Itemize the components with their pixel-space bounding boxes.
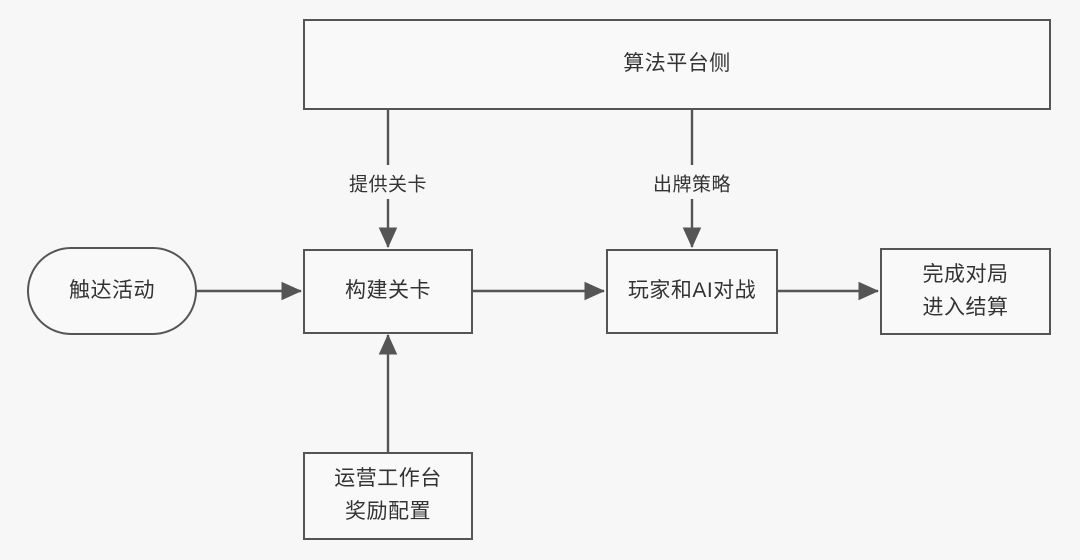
- node-ops-workbench-label-line2: 奖励配置: [345, 500, 431, 523]
- node-reach-activity[interactable]: 触达活动: [27, 247, 197, 335]
- node-algorithm-platform[interactable]: 算法平台侧: [303, 19, 1051, 110]
- node-player-vs-ai-label: 玩家和AI对战: [627, 279, 757, 303]
- node-build-level[interactable]: 构建关卡: [303, 249, 473, 334]
- node-ops-workbench-label-line1: 运营工作台: [334, 467, 442, 491]
- node-finish-settlement-label-line1: 完成对局: [922, 262, 1009, 286]
- edge-label-play-strategy: 出牌策略: [647, 169, 737, 197]
- node-finish-settlement[interactable]: 完成对局 进入结算: [880, 248, 1051, 335]
- node-reach-activity-label: 触达活动: [69, 278, 155, 302]
- node-player-vs-ai[interactable]: 玩家和AI对战: [606, 249, 778, 334]
- node-algorithm-platform-label: 算法平台侧: [623, 52, 731, 76]
- node-finish-settlement-label-line2: 进入结算: [922, 295, 1009, 319]
- node-build-level-label: 构建关卡: [345, 279, 431, 303]
- edge-label-provide-level: 提供关卡: [343, 169, 433, 197]
- node-ops-workbench[interactable]: 运营工作台 奖励配置: [303, 452, 473, 540]
